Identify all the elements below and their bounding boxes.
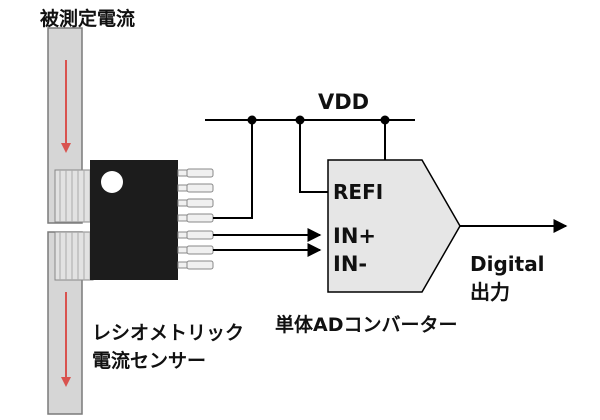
sensor-lead-frame (54, 169, 94, 281)
refi-label: REFI (333, 180, 384, 204)
vdd-to-refi (299, 120, 328, 193)
adc-block (327, 159, 461, 293)
vdd-label: VDD (318, 90, 370, 114)
in-plus-label: IN+ (333, 224, 376, 248)
sensor-label-line2: 電流センサー (92, 350, 207, 372)
sensor-label-line1: レシオメトリック (92, 322, 245, 344)
in-minus-label: IN- (333, 252, 368, 276)
junction-dots (247, 115, 390, 125)
vdd-to-sensor (213, 120, 253, 219)
current-under-test-label: 被測定電流 (40, 8, 136, 30)
digital-output-label-line2: 出力 (470, 280, 510, 304)
adc-label: 単体ADコンバーター (275, 314, 458, 336)
sensor-ic-pins (177, 168, 214, 270)
wiring (205, 119, 415, 219)
pin1-marker (101, 171, 123, 193)
digital-output-label-line1: Digital (470, 252, 545, 276)
